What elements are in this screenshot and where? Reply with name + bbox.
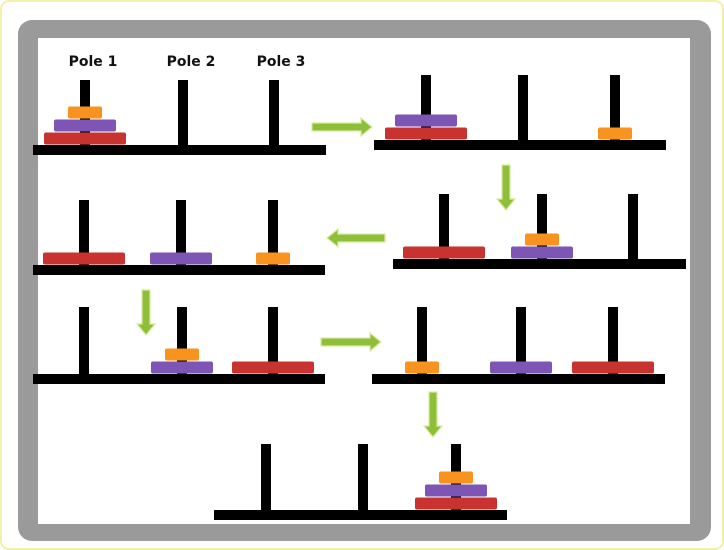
arrow-right-icon bbox=[320, 331, 382, 353]
disk-large bbox=[385, 127, 467, 140]
step-move-5 bbox=[372, 307, 665, 384]
peg-1 bbox=[417, 307, 427, 374]
arrow-right-icon bbox=[311, 116, 373, 138]
disk-medium bbox=[511, 246, 573, 259]
disk-large bbox=[232, 361, 314, 374]
base-platform bbox=[214, 510, 507, 520]
step-move-1 bbox=[374, 75, 666, 150]
disk-small bbox=[525, 233, 559, 246]
disk-large bbox=[44, 132, 126, 145]
peg-1 bbox=[261, 444, 271, 510]
peg-2 bbox=[358, 444, 368, 510]
peg-2 bbox=[178, 80, 188, 145]
move-steps bbox=[33, 75, 686, 520]
pole-3-label: Pole 3 bbox=[257, 54, 306, 70]
step-move-2 bbox=[33, 200, 325, 275]
peg-3 bbox=[268, 307, 278, 374]
peg-1 bbox=[439, 194, 449, 259]
disk-large bbox=[415, 497, 497, 510]
disk-small bbox=[68, 106, 102, 119]
disk-small bbox=[165, 348, 199, 361]
arrow-down-icon bbox=[422, 391, 444, 438]
peg-3 bbox=[269, 80, 279, 145]
arrow-left-icon bbox=[326, 227, 386, 249]
step-move-3 bbox=[393, 194, 686, 269]
disk-medium bbox=[395, 114, 457, 127]
peg-1 bbox=[421, 75, 431, 140]
move-arrows bbox=[135, 116, 517, 438]
disk-medium bbox=[150, 252, 212, 265]
peg-2 bbox=[176, 200, 186, 265]
disk-small bbox=[598, 127, 632, 140]
disk-large bbox=[403, 246, 485, 259]
disk-medium bbox=[54, 119, 116, 132]
peg-3 bbox=[610, 75, 620, 140]
pole-1-label: Pole 1 bbox=[69, 54, 118, 70]
arrow-down-icon bbox=[135, 289, 157, 336]
peg-2 bbox=[537, 194, 547, 259]
peg-1 bbox=[79, 200, 89, 265]
white-panel bbox=[38, 38, 690, 524]
disk-small bbox=[256, 252, 290, 265]
peg-3 bbox=[268, 200, 278, 265]
step-start bbox=[33, 80, 326, 155]
disk-small bbox=[439, 471, 473, 484]
disk-medium bbox=[425, 484, 487, 497]
arrow-down-icon bbox=[495, 164, 517, 211]
peg-2 bbox=[516, 307, 526, 374]
peg-3 bbox=[608, 307, 618, 374]
base-platform bbox=[393, 259, 686, 269]
disk-medium bbox=[151, 361, 213, 374]
pole-labels: Pole 1 Pole 2 Pole 3 bbox=[69, 54, 306, 70]
base-platform bbox=[374, 140, 666, 150]
pole-2-label: Pole 2 bbox=[167, 54, 216, 70]
base-platform bbox=[372, 374, 665, 384]
step-move-4 bbox=[33, 307, 325, 384]
step-goal bbox=[214, 444, 507, 520]
disk-large bbox=[572, 361, 654, 374]
disk-small bbox=[405, 361, 439, 374]
peg-2 bbox=[518, 75, 528, 140]
peg-2 bbox=[177, 307, 187, 374]
base-platform bbox=[33, 374, 325, 384]
peg-3 bbox=[628, 194, 638, 259]
base-platform bbox=[33, 265, 325, 275]
disk-large bbox=[43, 252, 125, 265]
peg-1 bbox=[79, 307, 89, 374]
base-platform bbox=[33, 145, 326, 155]
disk-medium bbox=[490, 361, 552, 374]
